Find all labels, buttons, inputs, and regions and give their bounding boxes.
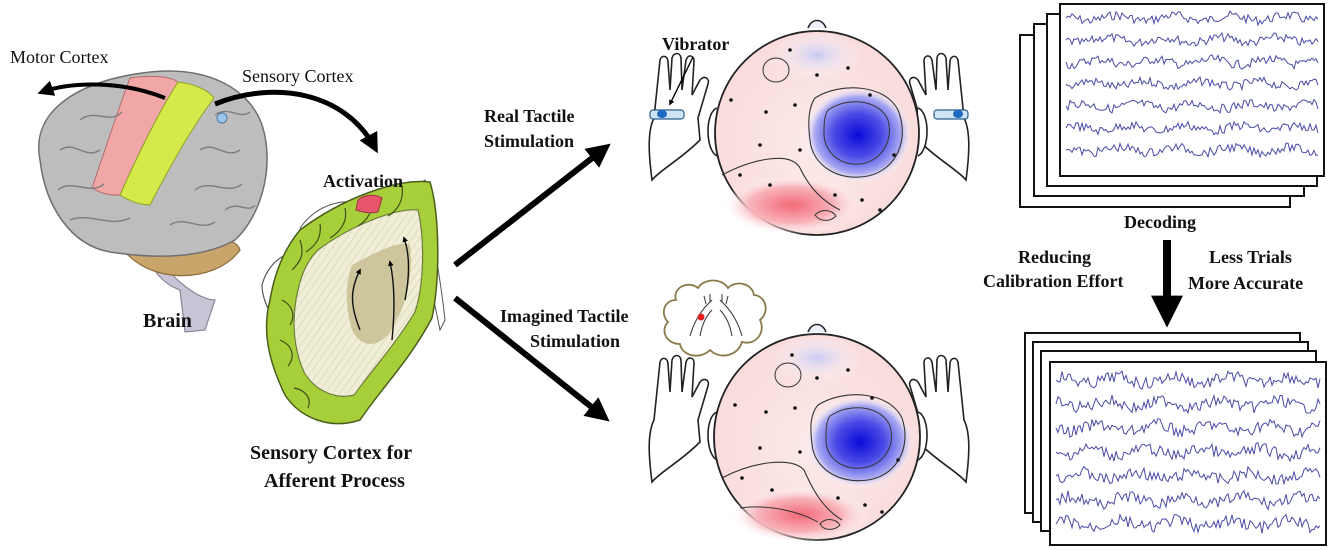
real-stimulation-arrow: [455, 148, 605, 265]
less-trials-label-line2: More Accurate: [1188, 273, 1303, 293]
brain-illustration: [39, 71, 267, 332]
reducing-label-line1: Reducing: [1018, 247, 1091, 267]
sensory-cortex-label: Sensory Cortex: [242, 66, 354, 86]
vibrator-label: Vibrator: [662, 34, 729, 54]
sensory-afferent-label-line1: Sensory Cortex for: [250, 442, 412, 464]
sensory-afferent-label-line2: Afferent Process: [264, 470, 405, 492]
eeg-signal-stack-top: [1020, 4, 1324, 207]
imagined-tactile-label-line1: Imagined Tactile: [500, 306, 629, 326]
activation-label: Activation: [323, 171, 403, 191]
eeg-signal-stack-bottom: [1025, 333, 1326, 545]
less-trials-label-line1: Less Trials: [1209, 247, 1292, 267]
thought-bubble-icon: [664, 281, 766, 356]
decoding-label: Decoding: [1124, 212, 1196, 232]
motor-cortex-label: Motor Cortex: [10, 47, 109, 67]
cortex-cross-section: [262, 180, 445, 424]
eeg-topomap-head-imagined: [649, 325, 969, 544]
real-tactile-label-line1: Real Tactile: [484, 106, 575, 126]
real-tactile-label-line2: Stimulation: [484, 131, 574, 151]
brain-label: Brain: [143, 310, 192, 332]
reducing-label-line2: Calibration Effort: [983, 271, 1123, 291]
imagined-tactile-label-line2: Stimulation: [530, 331, 620, 351]
